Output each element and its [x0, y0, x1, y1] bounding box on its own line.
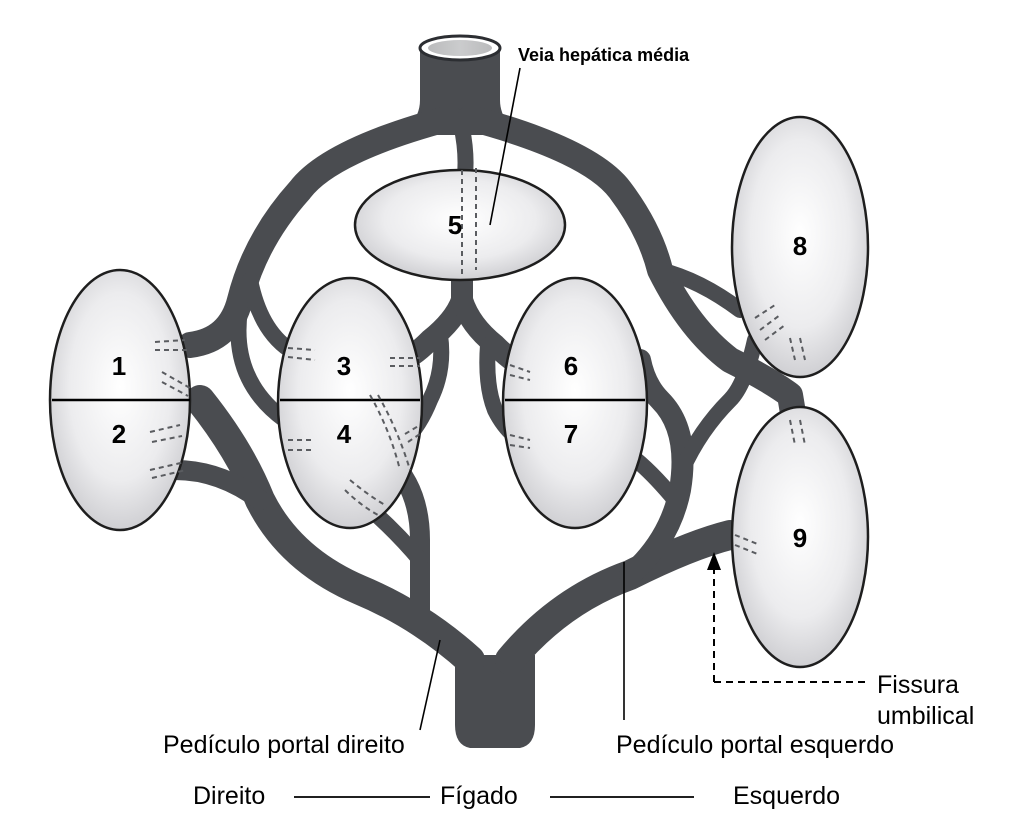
label-right-portal-pedicle: Pedículo portal direito — [163, 731, 405, 759]
lobe-segment-6-7 — [503, 278, 647, 528]
label-middle-hepatic-vein: Veia hepática média — [518, 45, 690, 65]
label-liver: Fígado — [440, 782, 518, 810]
segment-label-6: 6 — [564, 351, 578, 381]
segment-label-5: 5 — [448, 210, 462, 240]
lobe-segment-3-4 — [278, 278, 422, 528]
segment-label-1: 1 — [112, 351, 126, 381]
segment-label-4: 4 — [337, 419, 352, 449]
segment-label-9: 9 — [793, 523, 807, 553]
segment-label-3: 3 — [337, 351, 351, 381]
label-umbilical-fissure-line2: umbilical — [877, 702, 974, 730]
label-right: Direito — [193, 782, 265, 810]
segment-label-2: 2 — [112, 419, 126, 449]
segment-label-7: 7 — [564, 419, 578, 449]
leader-right-portal-pedicle — [420, 640, 440, 730]
label-left: Esquerdo — [733, 782, 840, 810]
label-left-portal-pedicle: Pedículo portal esquerdo — [616, 731, 894, 759]
segment-label-8: 8 — [793, 231, 807, 261]
label-umbilical-fissure-line1: Fissura — [877, 671, 959, 699]
